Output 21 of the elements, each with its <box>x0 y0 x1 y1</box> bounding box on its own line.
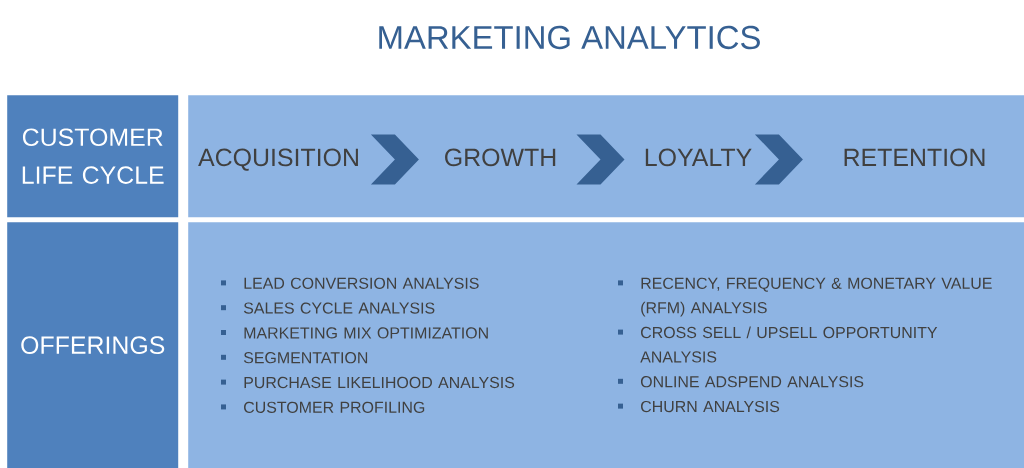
list-item: CUSTOMER PROFILING <box>244 401 425 413</box>
list-item: CHURN ANALYSIS <box>641 400 780 413</box>
stage-label: LOYALTY <box>645 148 752 167</box>
stage-label: ACQUISITION <box>198 148 358 171</box>
list-item: CROSS SELL / UPSELL OPPORTUNITY ANALYSIS <box>640 326 938 363</box>
row-header: OFFERINGS <box>7 222 179 468</box>
panel <box>188 95 1024 218</box>
list-item: PURCHASE LIKELIHOOD ANALYSIS <box>244 376 515 389</box>
chevron-arrow <box>576 134 625 185</box>
list-item: LEAD CONVERSION ANALYSIS <box>244 277 479 289</box>
list-item: SALES CYCLE ANALYSIS <box>243 302 435 314</box>
chevron-arrow <box>370 134 419 185</box>
title: MARKETING ANALYTICS <box>379 25 760 50</box>
list-item: SEGMENTATION <box>243 352 368 364</box>
list-item: RECENCY, FREQUENCY & MONETARY VALUE (RFM) ANALYSIS <box>641 277 992 317</box>
row-header: CUSTOMER LIFE CYCLE <box>7 95 179 218</box>
chevron-arrow <box>754 134 803 185</box>
list-item: MARKETING MIX OPTIMIZATION <box>244 327 488 339</box>
stage-label: GROWTH <box>445 148 556 167</box>
stage-label: RETENTION <box>844 148 985 167</box>
list-item: ONLINE ADSPEND ANALYSIS <box>640 376 864 388</box>
